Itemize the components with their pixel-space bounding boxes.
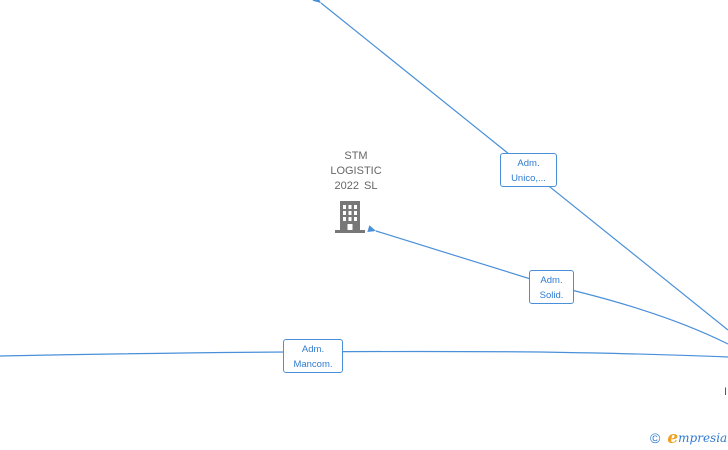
relation-label-line: Adm. bbox=[540, 275, 563, 286]
relation-label-line: Mancom. bbox=[293, 359, 333, 370]
edge-adm-mancom bbox=[0, 350, 728, 358]
building-icon[interactable] bbox=[334, 199, 366, 239]
copyright-icon: © bbox=[650, 430, 661, 446]
brand-logo-text: mpresia bbox=[678, 431, 728, 445]
brand-logo-initial: e bbox=[667, 427, 679, 448]
relation-label-adm-solid[interactable]: Adm. Solid. bbox=[529, 270, 574, 304]
footer-brand[interactable]: © e mpresia bbox=[650, 429, 727, 447]
relation-label-line: Adm. bbox=[517, 158, 540, 169]
relation-label-adm-unico[interactable]: Adm. Unico,... bbox=[500, 153, 557, 187]
company-name[interactable]: STM LOGISTIC 2022 SL bbox=[306, 149, 406, 194]
relation-label-adm-mancom[interactable]: Adm. Mancom. bbox=[283, 339, 343, 373]
relation-label-line: Solid. bbox=[539, 290, 564, 301]
offscreen-node-label: I bbox=[724, 386, 728, 398]
company-name-line: 2022 SL bbox=[334, 180, 378, 192]
relation-label-line: Adm. bbox=[301, 344, 325, 355]
company-name-line: LOGISTIC bbox=[330, 165, 382, 177]
company-name-line: STM bbox=[344, 150, 368, 162]
relation-label-line: Unico,... bbox=[511, 173, 546, 184]
